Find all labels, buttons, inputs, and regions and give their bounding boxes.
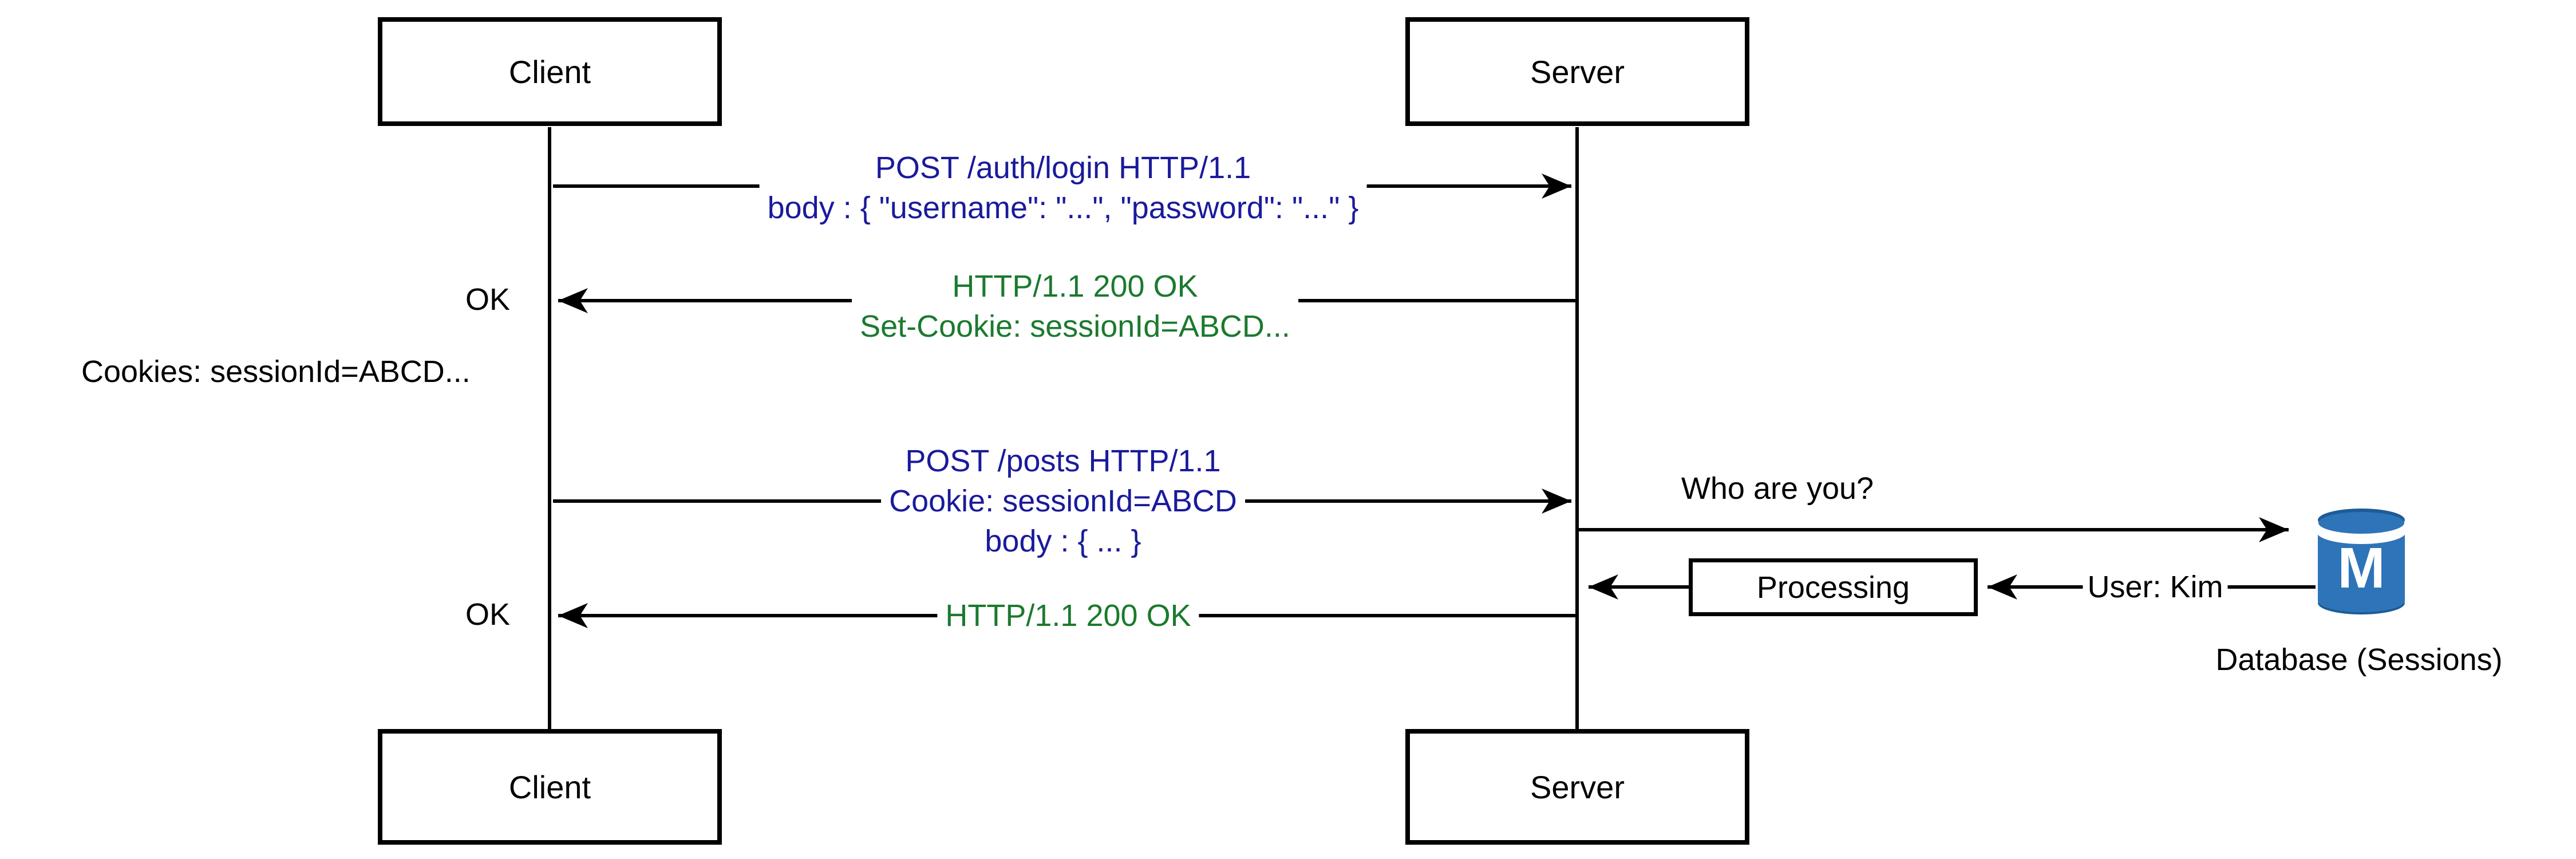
database-icon: M bbox=[2315, 501, 2408, 617]
actor-client-bottom: Client bbox=[378, 729, 722, 845]
actor-server-top: Server bbox=[1405, 17, 1749, 126]
db-letter: M bbox=[2337, 536, 2385, 600]
login-request-line2: body : { "username": "...", "password": … bbox=[767, 191, 1359, 225]
post-response-label: HTTP/1.1 200 OK bbox=[937, 594, 1199, 637]
processing-label: Processing bbox=[1756, 570, 1910, 605]
actor-client-top-label: Client bbox=[508, 53, 591, 90]
post-request-line1: POST /posts HTTP/1.1 bbox=[905, 444, 1221, 478]
post-request-line3: body : { ... } bbox=[985, 524, 1141, 558]
post-request-line2: Cookie: sessionId=ABCD bbox=[889, 484, 1237, 518]
database-cylinder-icon: M bbox=[2317, 509, 2406, 614]
database-label: Database (Sessions) bbox=[2215, 643, 2503, 677]
actor-server-top-label: Server bbox=[1530, 53, 1625, 90]
login-response-line1: HTTP/1.1 200 OK bbox=[952, 269, 1198, 304]
user-kim-label: User: Kim bbox=[2083, 566, 2228, 608]
actor-server-bottom-label: Server bbox=[1530, 769, 1625, 805]
actor-server-bottom: Server bbox=[1405, 729, 1749, 845]
ok-second-label: OK bbox=[465, 597, 511, 632]
post-request-label: POST /posts HTTP/1.1 Cookie: sessionId=A… bbox=[881, 440, 1245, 562]
login-response-line2: Set-Cookie: sessionId=ABCD... bbox=[860, 309, 1290, 344]
actor-client-top: Client bbox=[378, 17, 722, 126]
ok-first-label: OK bbox=[465, 282, 511, 317]
login-request-label: POST /auth/login HTTP/1.1 body : { "user… bbox=[759, 147, 1367, 229]
db-lid bbox=[2318, 512, 2404, 534]
db-body-bottom bbox=[2318, 589, 2405, 612]
who-are-you-label: Who are you? bbox=[1681, 471, 1874, 506]
processing-box: Processing bbox=[1689, 558, 1978, 616]
actor-client-bottom-label: Client bbox=[508, 769, 591, 805]
login-response-label: HTTP/1.1 200 OK Set-Cookie: sessionId=AB… bbox=[852, 265, 1298, 348]
cookie-note: Cookies: sessionId=ABCD... bbox=[81, 354, 471, 389]
login-request-line1: POST /auth/login HTTP/1.1 bbox=[875, 151, 1251, 185]
